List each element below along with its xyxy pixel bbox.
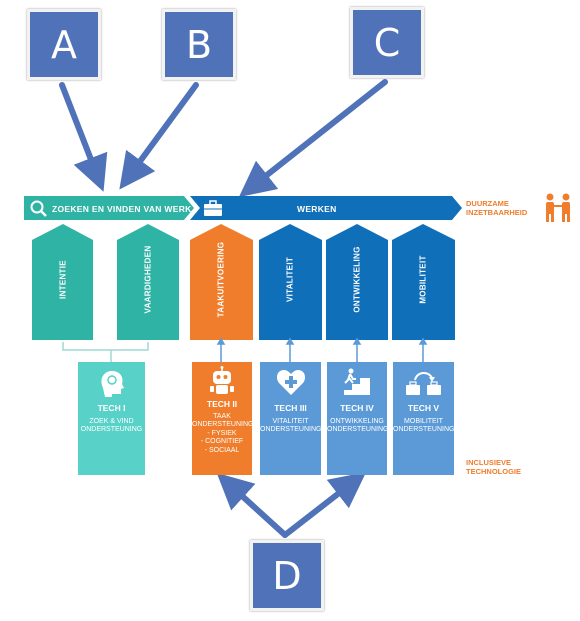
- pillar-label-intentie: INTENTIE: [58, 260, 68, 299]
- tech-box-3-title: TECH III: [274, 403, 307, 413]
- stairs-climber-icon: [342, 367, 372, 401]
- heart-cross-icon: [276, 368, 306, 400]
- pillar-ontwikkeling: [326, 224, 388, 340]
- pillar-label-mobiliteit: MOBILITEIT: [418, 255, 428, 304]
- tech-box-2-title: TECH II: [206, 399, 238, 409]
- pillar-label-vaardigheden: VAARDIGHEDEN: [143, 245, 153, 314]
- callout-a: A: [27, 9, 101, 80]
- tech-box-3: TECH III VITALITEIT ONDERSTEUNING: [260, 362, 321, 475]
- pillar-mobiliteit: [392, 224, 455, 340]
- tech-box-1-title: TECH I: [97, 403, 126, 413]
- work-banner-label: WERKEN: [297, 204, 337, 214]
- tech-box-5-title: TECH V: [407, 403, 440, 413]
- search-banner: [24, 196, 194, 220]
- inclusive-line1: INCLUSIEVE: [466, 458, 512, 467]
- pillar-vaardigheden: [117, 224, 179, 340]
- pillar-vitaliteit: [259, 224, 322, 340]
- tech-box-5-line2: ONDERSTEUNING: [393, 426, 455, 433]
- inclusive-technology-label: INCLUSIEVE TECHNOLOGIE: [466, 458, 522, 476]
- arrow-d-left: [216, 472, 288, 538]
- tech-box-1-line2: ONDERSTEUNING: [80, 426, 143, 433]
- sustainable-line1: DUURZAME: [466, 199, 509, 208]
- arrow-b: [119, 82, 199, 190]
- tech-box-3-line1: VITALITEIT: [272, 417, 309, 425]
- top-banner: [24, 196, 462, 220]
- callout-c: C: [350, 7, 424, 78]
- tech-box-3-line2: ONDERSTEUNING: [260, 426, 322, 433]
- arrow-d-right: [282, 471, 367, 538]
- tech-box-2-line5: - SOCIAAL: [204, 446, 240, 454]
- arrow-c: [238, 79, 388, 198]
- arrow-a: [59, 82, 108, 192]
- head-icon: [97, 368, 127, 402]
- tech-box-4-line1: ONTWIKKELING: [330, 417, 384, 425]
- inclusive-line2: TECHNOLOGIE: [466, 466, 522, 476]
- people-icon: [541, 193, 575, 228]
- tech-box-4: TECH IV ONTWIKKELING ONDERSTEUNING: [327, 362, 389, 475]
- tech-box-2-line3: - FYSIEK: [207, 429, 237, 437]
- tech-box-1: TECH I ZOEK & VIND ONDERSTEUNING: [78, 362, 145, 475]
- pillar-label-taakuitvoering: TAAKUITVOERING: [216, 241, 226, 318]
- tech-box-2-line1: TAAK: [213, 412, 231, 420]
- tech-box-2: TECH II TAAK ONDERSTEUNING: - FYSIEK - C…: [192, 362, 256, 475]
- pillars: [32, 224, 455, 340]
- tech-box-5: TECH V MOBILITEIT ONDERSTEUNING: [393, 362, 454, 475]
- tech-box-4-line2: ONDERSTEUNING: [327, 426, 389, 433]
- tech-box-2-line2: ONDERSTEUNING:: [192, 421, 256, 428]
- search-icon: [29, 199, 49, 224]
- tech-box-2-line4: - COGNITIEF: [200, 438, 244, 445]
- briefcase-move-icon: [405, 368, 443, 400]
- callout-b: B: [162, 9, 236, 80]
- tech-box-5-line1: MOBILITEIT: [404, 417, 443, 425]
- callout-d: D: [250, 540, 324, 611]
- search-banner-label: ZOEKEN EN VINDEN VAN WERK: [52, 204, 192, 214]
- connectors: [62, 337, 428, 363]
- pillar-intentie: [32, 224, 93, 340]
- pillar-label-ontwikkeling: ONTWIKKELING: [352, 246, 362, 313]
- pillar-taakuitvoering: [190, 224, 253, 340]
- sustainable-employability-label: DUURZAME INZETBAARHEID: [466, 199, 528, 217]
- tech-box-4-title: TECH IV: [340, 403, 374, 413]
- work-banner: [190, 196, 462, 220]
- sustainable-line2: INZETBAARHEID: [466, 207, 528, 217]
- robot-icon: [209, 366, 235, 400]
- tech-box-1-line1: ZOEK & VIND: [89, 417, 134, 425]
- pillar-label-vitaliteit: VITALITEIT: [285, 256, 295, 303]
- briefcase-icon: [203, 200, 223, 222]
